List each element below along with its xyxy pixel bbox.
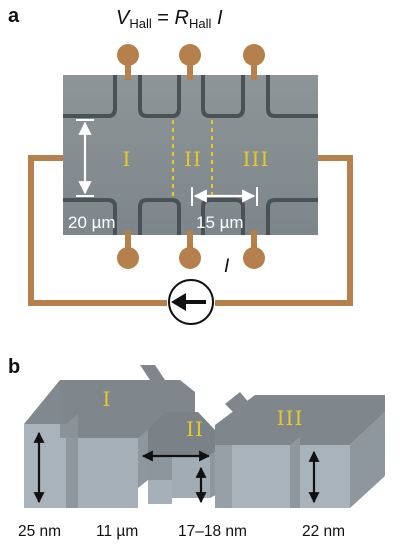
current-wire xyxy=(28,155,353,306)
contact-pad xyxy=(179,247,201,269)
eq-r: R xyxy=(175,7,189,29)
region-label-2: II xyxy=(184,147,202,171)
panel-b-label: b xyxy=(8,356,20,378)
contact-pad xyxy=(117,44,139,66)
eq-r-sub: Hall xyxy=(189,16,212,31)
contact-pad xyxy=(179,44,201,66)
layered-structure xyxy=(24,365,385,508)
eq-v-sub: Hall xyxy=(129,16,152,31)
contact-pad xyxy=(243,44,265,66)
thickness-label-3: 17–18 nm xyxy=(178,523,247,540)
thickness-label-2: 11 µm xyxy=(96,523,138,540)
width-label: 20 µm xyxy=(68,213,116,232)
chip xyxy=(63,75,318,235)
bottom-contacts xyxy=(117,230,265,269)
region-label-1: I xyxy=(123,147,132,171)
top-contacts xyxy=(117,44,265,80)
current-label: I xyxy=(224,256,230,277)
panel-a-label: a xyxy=(8,5,20,27)
eq-equals: = xyxy=(152,7,175,29)
contact-pad xyxy=(243,247,265,269)
block-label-1: I xyxy=(103,387,112,411)
block-label-3: III xyxy=(277,406,304,430)
current-source-icon xyxy=(168,279,214,325)
eq-i: I xyxy=(211,7,223,29)
block-label-2: II xyxy=(186,417,204,441)
region-label-3: III xyxy=(243,147,270,171)
thickness-label-1: 25 nm xyxy=(18,523,61,540)
hall-equation: VHall = RHall I xyxy=(116,7,223,31)
thickness-label-4: 22 nm xyxy=(302,523,345,540)
eq-v: V xyxy=(116,7,131,29)
contact-pad xyxy=(117,247,139,269)
spacing-label: 15 µm xyxy=(196,213,244,232)
